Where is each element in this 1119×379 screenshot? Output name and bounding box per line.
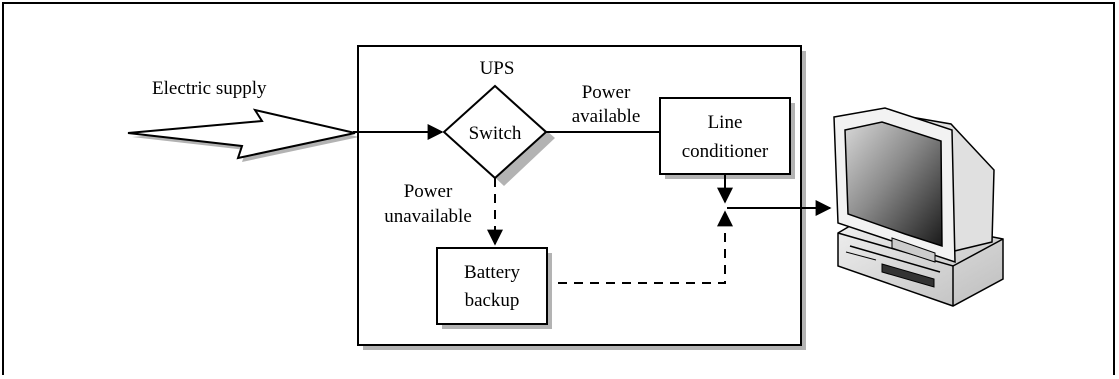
lightning-bolt-icon	[127, 108, 359, 162]
power-unavailable-label-line2: unavailable	[384, 206, 472, 227]
battery-output-line	[558, 210, 733, 284]
line-conditioner-label-line2: conditioner	[682, 141, 769, 162]
diagram-frame	[2, 2, 1115, 375]
line-conditioner-label-line1: Line	[708, 112, 743, 133]
power-unavailable-label-line1: Power	[404, 181, 453, 202]
power-available-label-line1: Power	[582, 82, 631, 103]
line-conditioner-box	[659, 97, 795, 179]
battery-backup-label-line2: backup	[465, 290, 520, 311]
computer-icon	[833, 107, 1004, 307]
switch-label: Switch	[469, 123, 522, 144]
power-available-label-line2: available	[572, 106, 641, 127]
battery-backup-box	[436, 247, 552, 329]
battery-backup-label-line1: Battery	[464, 262, 520, 283]
ups-label: UPS	[480, 58, 515, 79]
electric-supply-label: Electric supply	[152, 78, 267, 99]
